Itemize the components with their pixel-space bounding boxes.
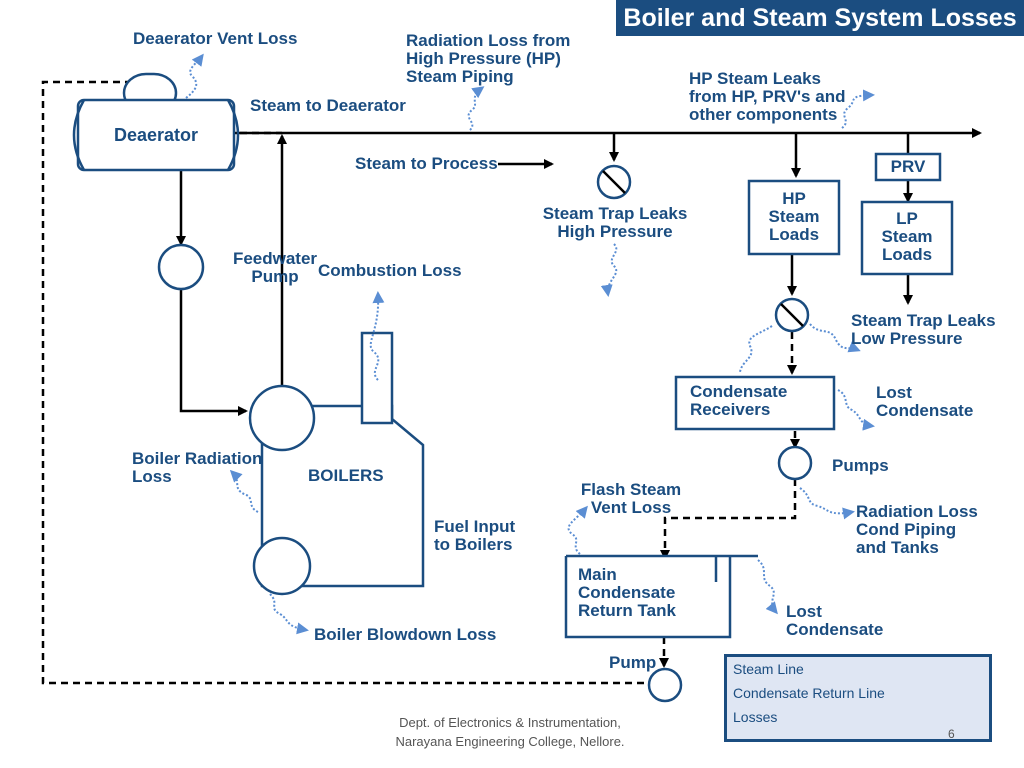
- page-number: 6: [948, 727, 955, 741]
- combustion-loss-line: [369, 291, 385, 381]
- boilers-label: BOILERS: [308, 466, 384, 485]
- legend-condensate-return-line: Condensate Return Line: [733, 685, 885, 701]
- boiler-blowdown-loss-line: [269, 593, 309, 635]
- combustion-loss-label: Combustion Loss: [318, 261, 462, 280]
- lp-loads-box: [860, 200, 954, 276]
- deaerator-vent-loss-line: [185, 53, 204, 99]
- deaerator-label: Deaerator: [113, 125, 199, 145]
- boiler-radiation-loss-label: Boiler Radiation Loss: [132, 449, 263, 486]
- equipment: [72, 72, 954, 703]
- hp-steam-leaks-label: HP Steam Leaks from HP, PRV's and other …: [689, 69, 846, 124]
- legend-steam-line: Steam Line: [733, 661, 804, 677]
- deaerator-tank: [76, 98, 236, 172]
- boiler-lower-drum: [252, 536, 312, 596]
- deaerator-right-cap: [226, 99, 240, 171]
- radiation-loss-cond-line: [799, 487, 855, 520]
- trap-leaks-hp-line: [600, 243, 618, 297]
- prv-box: [874, 152, 942, 182]
- prv-label: PRV: [890, 157, 926, 176]
- pump-to-boiler: [179, 290, 248, 416]
- page-title: Boiler and Steam System Losses: [616, 0, 1024, 36]
- pump-label: Pump: [609, 653, 657, 672]
- main-tank-label: Main Condensate Return Tank: [578, 565, 676, 620]
- pumps-circle: [777, 445, 813, 481]
- legend-losses: Losses: [733, 709, 778, 725]
- steam-lines: [176, 128, 982, 416]
- loss-lines: [185, 53, 875, 635]
- lost-condensate-2-line: [757, 559, 778, 615]
- radiation-loss-hp-line: [467, 86, 485, 131]
- steam-to-process-label: Steam to Process: [355, 154, 498, 173]
- footer-dept: Dept. of Electronics & Instrumentation, …: [395, 715, 625, 749]
- legend: [724, 654, 992, 742]
- boiler-upper-drum: [248, 384, 316, 452]
- flash-steam-vent-loss-label: Flash Steam Vent Loss: [580, 480, 682, 517]
- steam-trap-hp-symbol: [596, 164, 632, 200]
- steam-trap-lp-symbol: [774, 297, 810, 333]
- return-pump-circle: [647, 667, 683, 703]
- boiler-radiation-loss-line: [229, 469, 259, 513]
- deaerator-vent-loss-label: Deaerator Vent Loss: [133, 29, 298, 48]
- hp-loads-box: [747, 179, 841, 256]
- flash-steam-vent-loss-line: [567, 505, 588, 555]
- fuel-input-label: Fuel Input to Boilers: [434, 517, 516, 554]
- trap-leaks-hp-label: Steam Trap Leaks High Pressure: [542, 204, 688, 241]
- lost-condensate-1-line: [837, 389, 875, 431]
- trap-leaks-lp-label: Steam Trap Leaks Low Pressure: [851, 311, 996, 348]
- steam-to-deaerator-label: Steam to Deaerator: [250, 96, 406, 115]
- trap-leaks-lp-line: [809, 323, 861, 353]
- condensate-receivers-box: [674, 375, 836, 431]
- condensate-lines: [41, 77, 800, 685]
- pumps-label: Pumps: [832, 456, 889, 475]
- hp-steam-leaks-line: [841, 89, 875, 129]
- deaerator-left-cap: [72, 99, 86, 171]
- condensate-receivers-label: Condensate Receivers: [690, 382, 788, 419]
- radiation-loss-hp-label: Radiation Loss from High Pressure (HP) S…: [406, 31, 571, 86]
- lost-condensate-1-label: Lost Condensate: [876, 383, 974, 420]
- main-tank: [564, 556, 732, 639]
- hp-loads-label: HP Steam Loads: [768, 189, 820, 244]
- boiler-blowdown-loss-label: Boiler Blowdown Loss: [314, 625, 497, 644]
- receivers-in-line: [739, 325, 773, 373]
- radiation-loss-cond-label: Radiation Loss Cond Piping and Tanks: [856, 502, 978, 557]
- lost-condensate-2-label: Lost Condensate: [786, 602, 884, 639]
- condensate-return-to-deaerator: [41, 77, 644, 685]
- combustion-stack: [360, 331, 394, 425]
- feedwater-pump-circle: [157, 243, 205, 291]
- feedwater-pump-label: Feedwater Pump: [232, 249, 318, 286]
- lp-loads-label: LP Steam Loads: [881, 209, 933, 264]
